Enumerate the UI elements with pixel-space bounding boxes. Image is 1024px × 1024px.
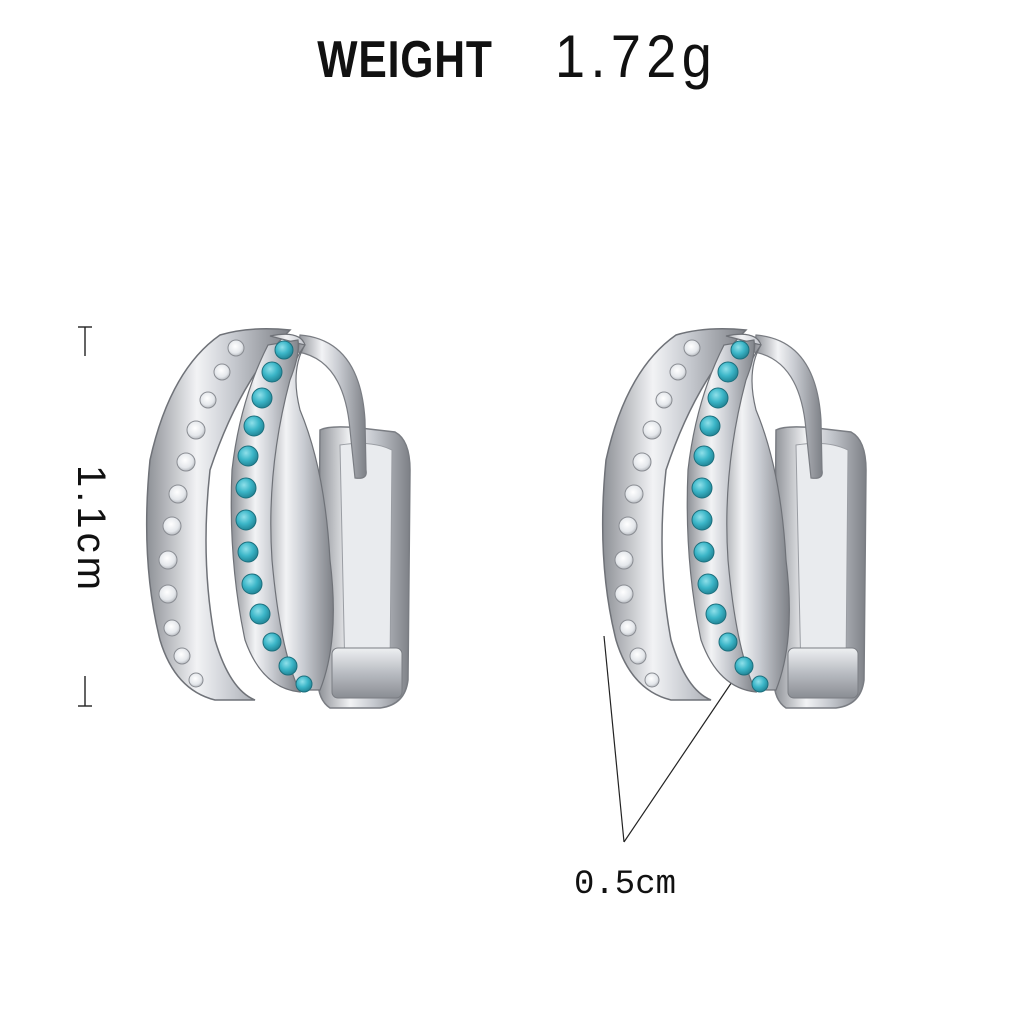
- weight-label: WEIGHT: [317, 31, 493, 89]
- width-dimension-label: 0.5cm: [573, 866, 677, 904]
- earring-right: [601, 328, 867, 709]
- height-dimension-label: 1.1cm: [69, 465, 113, 594]
- earring-left: [145, 328, 411, 709]
- width-pointer-lines: [603, 635, 741, 843]
- weight-value: 1.72g: [554, 23, 718, 90]
- weight-title: WEIGHT 1.72g: [0, 22, 1024, 91]
- height-dimension-marker: [78, 326, 92, 707]
